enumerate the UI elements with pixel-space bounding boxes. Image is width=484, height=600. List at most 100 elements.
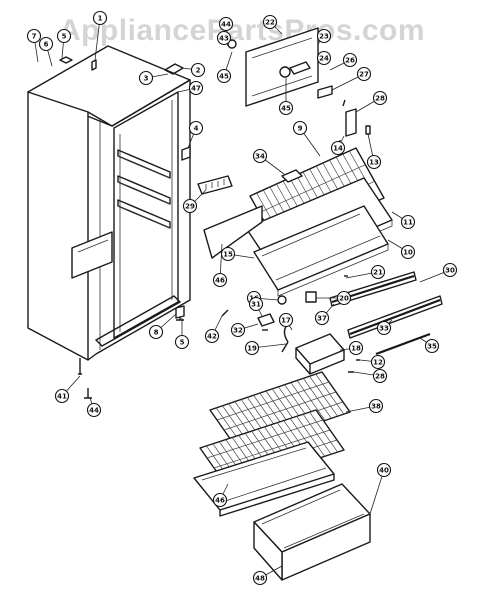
- callout-c5b: 5: [174, 318, 190, 350]
- callout-circle: [252, 570, 268, 586]
- callout-c45a: 45: [216, 51, 233, 84]
- callout-circle: [182, 198, 198, 214]
- callout-circle: [86, 402, 102, 418]
- callout-number: 28: [375, 95, 385, 103]
- callout-c37: 37: [314, 303, 335, 326]
- callout-c3: 3: [138, 70, 169, 86]
- callout-number: 14: [333, 145, 343, 153]
- grid-wire: [223, 391, 337, 431]
- callout-number: 1: [98, 15, 103, 23]
- callout-c13: 13: [366, 133, 382, 170]
- callout-number: 22: [265, 19, 275, 27]
- callout-circle: [292, 120, 308, 136]
- callout-number: 42: [207, 333, 217, 341]
- leader-line: [369, 469, 385, 515]
- callout-circle: [370, 354, 386, 370]
- callout-number: 6: [44, 41, 49, 49]
- callout-circle: [342, 52, 358, 68]
- callout-circle: [92, 10, 108, 26]
- callout-number: 24: [319, 55, 329, 63]
- callout-circle: [230, 322, 246, 338]
- callout-c1: 1: [92, 10, 108, 61]
- callout-c10: 10: [387, 239, 416, 260]
- callout-number: 47: [191, 85, 201, 93]
- control-panel-assembly: [227, 27, 371, 146]
- callout-number: 12: [373, 359, 383, 367]
- rails-and-hardware: [175, 271, 443, 375]
- callout-c23: 23: [316, 28, 332, 45]
- callout-circle: [366, 154, 382, 170]
- callout-circle: [278, 312, 294, 328]
- callout-c41: 41: [54, 375, 81, 404]
- callout-circle: [204, 328, 220, 344]
- callout-number: 27: [359, 71, 369, 79]
- callout-c42: 42: [204, 315, 223, 344]
- callout-number: 20: [339, 295, 349, 303]
- callout-number: 33: [379, 325, 389, 333]
- callout-c29: 29: [182, 189, 207, 214]
- callout-c21: 21: [345, 264, 386, 280]
- callout-c2: 2: [181, 62, 206, 78]
- callout-c4: 4: [187, 120, 204, 149]
- callout-c7: 7: [26, 28, 42, 63]
- callout-circle: [424, 338, 440, 354]
- callout-c30: 30: [419, 262, 458, 283]
- callout-circle: [244, 340, 260, 356]
- callout-circle: [316, 50, 332, 66]
- callout-number: 7: [32, 33, 37, 41]
- callout-c48: 48: [252, 565, 283, 586]
- callout-c5: 5: [56, 28, 72, 59]
- callout-number: 41: [57, 393, 67, 401]
- callout-number: 32: [233, 327, 243, 335]
- callout-number: 5: [62, 33, 67, 41]
- callout-circle: [376, 320, 392, 336]
- callout-c28: 28: [355, 90, 388, 113]
- callout-circle: [376, 462, 392, 478]
- callout-circle: [218, 16, 234, 32]
- callout-c33: 33: [376, 319, 393, 336]
- callout-c44b: 44: [86, 397, 102, 418]
- callout-number: 45: [281, 105, 291, 113]
- callout-circle: [138, 70, 154, 86]
- callout-circle: [188, 80, 204, 96]
- callout-c45b: 45: [278, 78, 294, 116]
- grid-wire: [216, 381, 330, 421]
- callout-c26: 26: [329, 52, 358, 71]
- callout-circle: [38, 36, 54, 52]
- callout-circle: [400, 214, 416, 230]
- callout-c27: 27: [331, 66, 372, 91]
- callout-c17: 17: [278, 312, 294, 331]
- grid-wire: [206, 419, 324, 459]
- callout-circle: [278, 100, 294, 116]
- callout-c14: 14: [330, 135, 346, 156]
- callout-circle: [372, 90, 388, 106]
- callout-circle: [212, 272, 228, 288]
- callout-c9: 9: [292, 120, 321, 157]
- callout-number: 40: [379, 467, 389, 475]
- callout-c12: 12: [359, 354, 386, 370]
- callout-number: 31: [251, 301, 261, 309]
- callout-number: 3: [144, 75, 149, 83]
- callout-c19: 19: [244, 340, 287, 356]
- callout-number: 45: [219, 73, 229, 81]
- callout-circle: [190, 62, 206, 78]
- callout-number: 15: [223, 251, 233, 259]
- callout-circle: [56, 28, 72, 44]
- callout-c22: 22: [262, 14, 283, 35]
- callout-number: 35: [427, 343, 437, 351]
- callout-number: 17: [281, 317, 291, 325]
- callout-circle: [356, 66, 372, 82]
- callout-c8: 8: [148, 313, 177, 340]
- callout-number: 44: [89, 407, 99, 415]
- callout-circle: [212, 492, 228, 508]
- callout-circle: [216, 68, 232, 84]
- callout-c35: 35: [419, 337, 440, 354]
- callout-circle: [188, 120, 204, 136]
- callout-number: 5: [180, 339, 185, 347]
- callout-c40: 40: [369, 462, 392, 515]
- callout-c46b: 46: [212, 483, 229, 508]
- callout-circle: [248, 296, 264, 312]
- callout-circle: [336, 290, 352, 306]
- callout-circle: [348, 340, 364, 356]
